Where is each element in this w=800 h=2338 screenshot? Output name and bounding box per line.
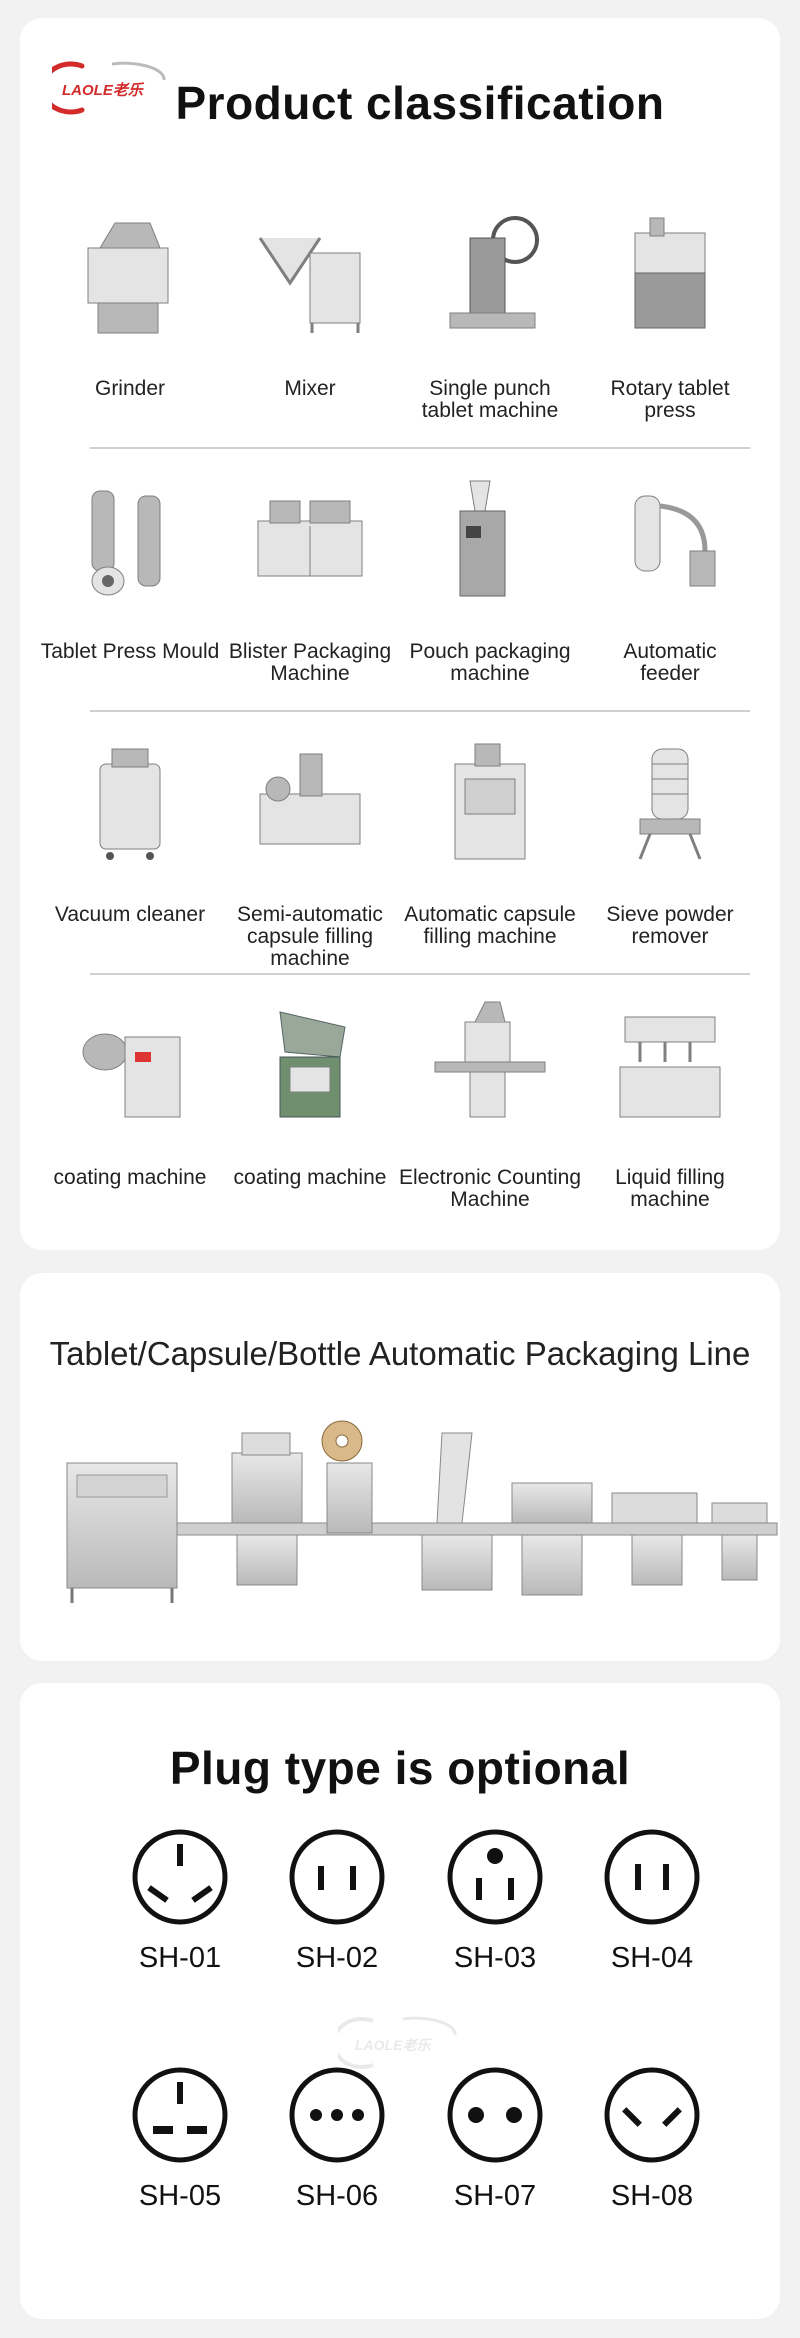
product-label: Pouch packaging machine xyxy=(409,640,571,685)
product-item[interactable]: Grinder xyxy=(40,188,220,451)
plug-code: SH-06 xyxy=(295,2180,379,2212)
product-item[interactable]: Automatic feeder xyxy=(580,451,760,714)
mould-icon xyxy=(70,471,190,611)
plug-two-flat-icon xyxy=(288,1828,386,1926)
product-label: Automatic capsule filling machine xyxy=(404,903,576,948)
feeder-icon xyxy=(610,471,730,611)
product-item[interactable]: Single punch tablet machine xyxy=(400,188,580,451)
plug-three-rect-icon xyxy=(131,2066,229,2164)
plug-code: SH-08 xyxy=(610,2180,694,2212)
svg-text:LAOLE老乐: LAOLE老乐 xyxy=(355,2037,432,2053)
plug-two-slant-icon xyxy=(603,2066,701,2164)
product-item[interactable]: Pouch packaging machine xyxy=(400,451,580,714)
product-item[interactable]: Liquid filling machine xyxy=(580,977,760,1240)
row-divider xyxy=(90,710,750,712)
product-item[interactable]: Mixer xyxy=(220,188,400,451)
product-label: Grinder xyxy=(94,377,166,400)
plug-option[interactable]: SH-02 xyxy=(282,1828,392,1975)
laole-logo: LAOLE老乐 xyxy=(52,61,166,115)
packaging-line-image xyxy=(66,1420,778,1603)
packaging-line-title: Tablet/Capsule/Bottle Automatic Packagin… xyxy=(49,1335,751,1372)
row-divider xyxy=(90,973,750,975)
plug-code: SH-03 xyxy=(453,1942,537,1974)
mixer-icon xyxy=(250,208,370,348)
product-label: Electronic Counting Machine xyxy=(398,1166,582,1211)
plug-option[interactable]: SH-06 xyxy=(282,2066,392,2213)
product-label: Tablet Press Mould xyxy=(40,640,220,663)
product-grid: Grinder Mixer Single punch tablet machine R… xyxy=(40,188,760,1240)
product-item[interactable]: Sieve powder remover xyxy=(580,714,760,977)
product-label: Liquid filling machine xyxy=(615,1166,725,1211)
product-item[interactable]: coating machine xyxy=(220,977,400,1240)
plug-code: SH-01 xyxy=(138,1942,222,1974)
product-item[interactable]: coating machine xyxy=(40,977,220,1240)
product-label: Single punch tablet machine xyxy=(421,377,559,422)
product-item[interactable]: Semi-automatic capsule filling machine xyxy=(220,714,400,977)
product-item[interactable]: Rotary tablet press xyxy=(580,188,760,451)
semi-capsule-icon xyxy=(250,734,370,874)
product-classification-card: LAOLE老乐 Product classification Grinder Mi… xyxy=(20,18,780,1250)
plug-option[interactable]: SH-03 xyxy=(440,1828,550,1975)
plug-option[interactable]: SH-01 xyxy=(125,1828,235,1975)
plug-code: SH-05 xyxy=(138,2180,222,2212)
product-item[interactable]: Tablet Press Mould xyxy=(40,451,220,714)
product-item[interactable]: Electronic Counting Machine xyxy=(399,977,581,1240)
product-label: Sieve powder remover xyxy=(606,903,734,948)
svg-text:LAOLE老乐: LAOLE老乐 xyxy=(62,82,145,99)
grinder-icon xyxy=(70,208,190,348)
product-label: Blister Packaging Machine xyxy=(228,640,392,685)
product-label: Rotary tablet press xyxy=(610,377,730,422)
blister-icon xyxy=(250,471,370,611)
product-label: Semi-automatic capsule filling machine xyxy=(237,903,383,970)
product-row: Vacuum cleaner Semi-automatic capsule fil… xyxy=(40,714,760,977)
plug-three-round-icon xyxy=(288,2066,386,2164)
plug-types-card: Plug type is optional LAOLE老乐 SH-01 SH-02… xyxy=(20,1683,780,2319)
plug-code: SH-02 xyxy=(295,1942,379,1974)
auto-capsule-icon xyxy=(430,734,550,874)
product-label: Automatic feeder xyxy=(623,640,717,685)
row-divider xyxy=(90,447,750,449)
single-punch-icon xyxy=(430,208,550,348)
plug-two-flat-narrow-icon xyxy=(603,1828,701,1926)
liquid-filling-icon xyxy=(610,997,730,1137)
plug-option[interactable]: SH-04 xyxy=(597,1828,707,1975)
sieve-icon xyxy=(610,734,730,874)
pouch-icon xyxy=(430,471,550,611)
product-row: coating machine coating machine Electronic… xyxy=(40,977,760,1240)
plug-option[interactable]: SH-05 xyxy=(125,2066,235,2213)
product-item[interactable]: Blister Packaging Machine xyxy=(220,451,400,714)
product-label: Vacuum cleaner xyxy=(54,903,206,926)
product-item[interactable]: Vacuum cleaner xyxy=(40,714,220,977)
plug-option[interactable]: SH-08 xyxy=(597,2066,707,2213)
coating-icon xyxy=(70,997,190,1137)
plug-code: SH-07 xyxy=(453,2180,537,2212)
plug-types-title: Plug type is optional xyxy=(169,1742,631,1794)
coating-pan-icon xyxy=(250,997,370,1137)
product-label: Mixer xyxy=(284,377,336,400)
product-row: Tablet Press Mould Blister Packaging Mach… xyxy=(40,451,760,714)
rotary-press-icon xyxy=(610,208,730,348)
product-label: coating machine xyxy=(53,1166,207,1189)
product-item[interactable]: Automatic capsule filling machine xyxy=(400,714,580,977)
product-row: Grinder Mixer Single punch tablet machine R… xyxy=(40,188,760,451)
product-label: coating machine xyxy=(233,1166,387,1189)
classification-title: Product classification xyxy=(175,77,665,129)
plug-option[interactable]: SH-07 xyxy=(440,2066,550,2213)
plug-two-flat-round-icon xyxy=(446,1828,544,1926)
laole-watermark: LAOLE老乐 xyxy=(338,2016,457,2069)
plug-two-round-icon xyxy=(446,2066,544,2164)
packaging-line-card: Tablet/Capsule/Bottle Automatic Packagin… xyxy=(20,1273,780,1661)
plug-code: SH-04 xyxy=(610,1942,694,1974)
counting-icon xyxy=(430,997,550,1137)
vacuum-icon xyxy=(70,734,190,874)
plug-three-slant-icon xyxy=(131,1828,229,1926)
